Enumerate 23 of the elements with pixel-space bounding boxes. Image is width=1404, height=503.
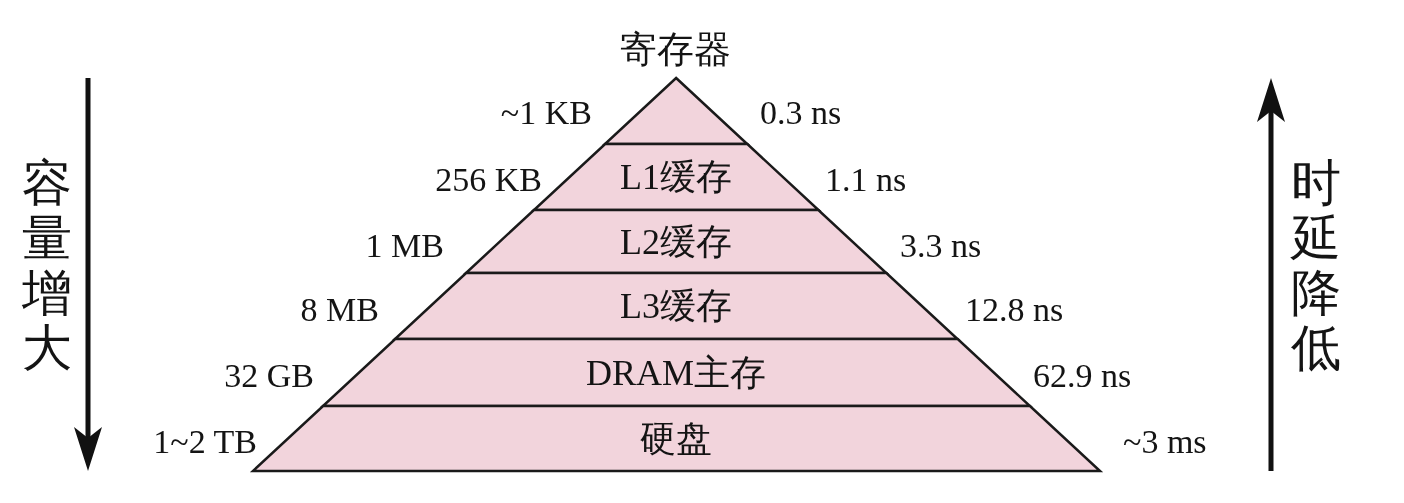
capacity-label: 256 KB (435, 163, 542, 197)
layer-label: 寄存器 (620, 31, 732, 68)
pyramid-layer (394, 273, 958, 339)
latency-label: 1.1 ns (825, 163, 907, 197)
direction-label: 时延降低 (1291, 156, 1341, 376)
pyramid-layer (465, 210, 887, 273)
layer-label: DRAM主存 (585, 354, 766, 391)
latency-label: 0.3 ns (760, 96, 842, 130)
latency-label: 12.8 ns (965, 293, 1064, 327)
capacity-label: 32 GB (224, 359, 314, 393)
pyramid-layer (322, 339, 1030, 406)
capacity-label: 8 MB (300, 293, 379, 327)
latency-label: ~3 ms (1123, 425, 1207, 459)
layer-label: 硬盘 (640, 420, 712, 457)
direction-label: 容量增大 (22, 156, 72, 376)
latency-label: 62.9 ns (1033, 359, 1132, 393)
capacity-label: ~1 KB (500, 96, 592, 130)
layer-label: L3缓存 (620, 288, 732, 324)
layer-label: L1缓存 (620, 159, 732, 195)
capacity-label: 1 MB (365, 229, 444, 263)
latency-label: 3.3 ns (900, 229, 982, 263)
layer-label: L2缓存 (620, 223, 732, 260)
capacity-label: 1~2 TB (153, 425, 257, 459)
